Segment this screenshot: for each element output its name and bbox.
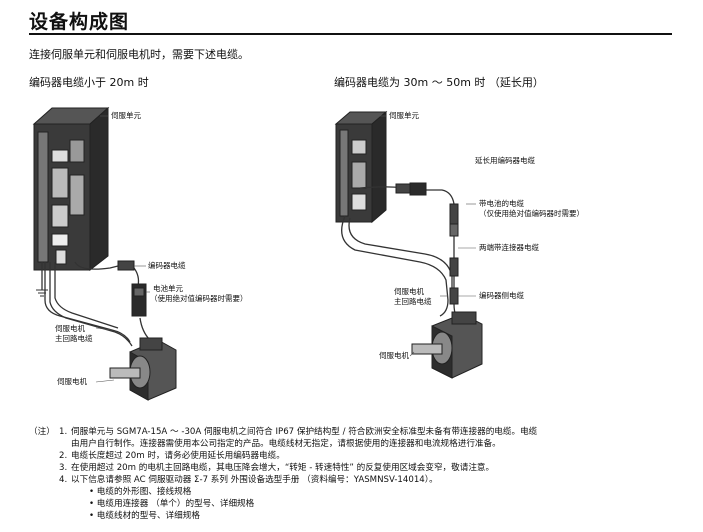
- title-rule: [29, 33, 672, 35]
- label-left-main-cable-2: 主回路电缆: [55, 334, 93, 343]
- label-right-servo-unit: 伺服单元: [389, 111, 419, 120]
- note-4: 4. 以下信息请参照 AC 伺服驱动器 Σ-7 系列 外围设备选型手册 （资料编…: [29, 474, 689, 486]
- note-1: （注） 1. 伺服单元与 SGM7A-15A ～ -30A 伺服电机之间符合 I…: [29, 426, 689, 438]
- label-left-servo-unit: 伺服单元: [111, 111, 141, 120]
- note-3: 3. 在使用超过 20m 的电机主回路电缆，其电压降会增大，“转矩 - 转速特性…: [29, 462, 689, 474]
- label-left-battery-unit: 电池单元: [153, 284, 183, 293]
- label-left-servo-motor: 伺服电机: [57, 377, 87, 386]
- label-left-main-cable-1: 伺服电机: [55, 324, 85, 333]
- note-text: 电缆长度超过 20m 时，请务必使用延长用编码器电缆。: [71, 451, 285, 461]
- notes-section: （注） 1. 伺服单元与 SGM7A-15A ～ -30A 伺服电机之间符合 I…: [29, 426, 689, 522]
- note-text: 由用户自行制作。连接器需使用本公司指定的产品。电缆线材无指定，请根据使用的连接器…: [71, 439, 501, 449]
- page-title: 设备构成图: [29, 11, 130, 33]
- label-right-ext-encoder-cable: 延长用编码器电缆: [475, 156, 535, 165]
- note-2: 2. 电缆长度超过 20m 时，请务必使用延长用编码器电缆。: [29, 450, 689, 462]
- label-right-battery-note: （仅使用绝对值编码器时需要）: [479, 209, 584, 218]
- note-number: 1.: [59, 427, 68, 437]
- caption-right: 编码器电缆为 30m ～ 50m 时 （延长用）: [334, 76, 544, 89]
- bullet-item: • 电缆用连接器 （单个）的型号、详细规格: [89, 499, 255, 509]
- note-text: 以下信息请参照 AC 伺服驱动器 Σ-7 系列 外围设备选型手册 （资料编号：Y…: [71, 475, 438, 485]
- left-battery-unit: [131, 283, 147, 317]
- note-text: 在使用超过 20m 的电机主回路电缆，其电压降会增大，“转矩 - 转速特性” 的…: [71, 463, 495, 473]
- intro-text: 连接伺服单元和伺服电机时，需要下述电缆。: [29, 48, 249, 61]
- note-number: 3.: [59, 463, 68, 473]
- left-servo-unit: [32, 106, 110, 272]
- left-servo-motor: [109, 337, 177, 401]
- note-number: 4.: [59, 475, 68, 485]
- bullet-item: • 电缆线材的型号、详细规格: [89, 511, 200, 521]
- configuration-diagram: [32, 106, 483, 401]
- label-right-main-cable-2: 主回路电缆: [394, 297, 432, 306]
- label-right-servo-motor: 伺服电机: [379, 351, 409, 360]
- label-right-encoder-side-cable: 编码器侧电缆: [479, 291, 524, 300]
- right-servo-unit: [334, 110, 388, 224]
- bullet-item: • 电缆的外形图、接线规格: [89, 487, 192, 497]
- label-right-both-end-cable: 两端带连接器电缆: [479, 243, 539, 252]
- note-prefix: （注）: [29, 427, 55, 437]
- label-right-main-cable-1: 伺服电机: [394, 287, 424, 296]
- label-right-battery-cable: 带电池的电缆: [479, 199, 524, 208]
- label-left-encoder-cable: 编码器电缆: [148, 261, 186, 270]
- note-number: 2.: [59, 451, 68, 461]
- caption-left: 编码器电缆小于 20m 时: [29, 76, 149, 89]
- note-text: 伺服单元与 SGM7A-15A ～ -30A 伺服电机之间符合 IP67 保护结…: [71, 427, 538, 437]
- right-servo-motor: [411, 311, 483, 379]
- label-left-battery-note: （使用绝对值编码器时需要）: [150, 294, 248, 303]
- note-1-cont: 由用户自行制作。连接器需使用本公司指定的产品。电缆线材无指定，请根据使用的连接器…: [29, 438, 689, 450]
